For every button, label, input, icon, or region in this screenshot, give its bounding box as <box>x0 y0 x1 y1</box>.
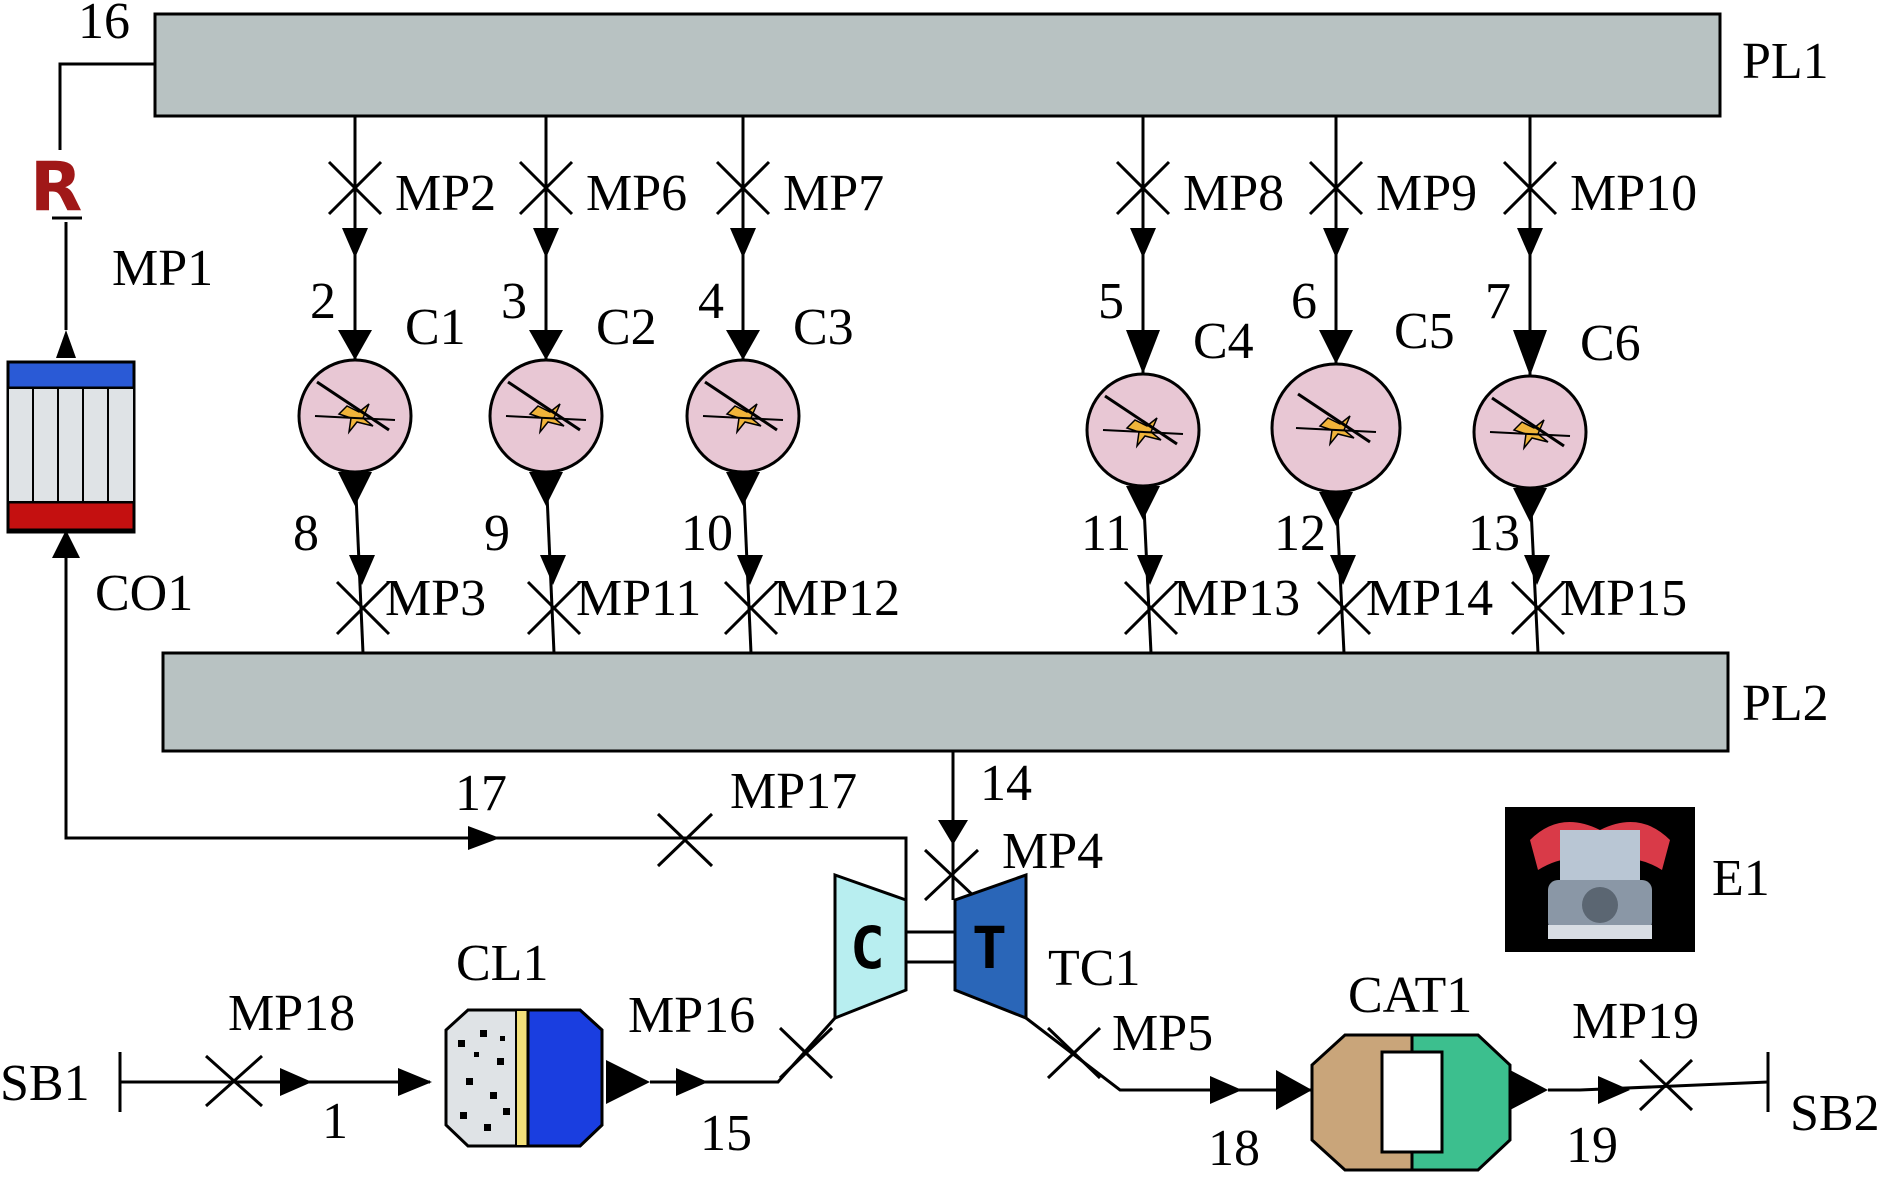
catalyst-label: CAT1 <box>1348 967 1472 1024</box>
mp7-marker <box>715 160 771 216</box>
pipe-11-label: 11 <box>1081 505 1131 562</box>
engine-e1-icon <box>1505 807 1695 952</box>
pipe-12-label: 12 <box>1274 505 1326 562</box>
mp13-label: MP13 <box>1173 570 1300 627</box>
mp1-label: MP1 <box>112 240 213 297</box>
mp15-marker <box>1510 580 1566 636</box>
pipe-10-label: 10 <box>681 505 733 562</box>
mp8-label: MP8 <box>1183 165 1284 222</box>
mp3-marker <box>335 580 391 636</box>
cylinder-1-label: C1 <box>405 299 466 356</box>
mp19-label: MP19 <box>1572 993 1699 1050</box>
pipe-6-label: 6 <box>1291 273 1317 330</box>
pipe-9-label: 9 <box>484 505 510 562</box>
mp17-marker <box>656 812 714 868</box>
pipe-17-label: 17 <box>455 765 507 822</box>
cleaner-cl1 <box>444 1008 604 1148</box>
plenum-pl2 <box>161 651 1730 753</box>
mp16-label: MP16 <box>628 987 755 1044</box>
turbocharger-label: TC1 <box>1048 940 1140 997</box>
pipe-13-label: 13 <box>1468 505 1520 562</box>
compressor-c: C <box>833 872 908 1021</box>
mp9-marker <box>1308 160 1364 216</box>
mp9-label: MP9 <box>1376 165 1477 222</box>
mp16-marker <box>778 1026 834 1080</box>
engine-label: E1 <box>1712 850 1770 907</box>
mp13-marker <box>1123 580 1179 636</box>
mp15-label: MP15 <box>1560 570 1687 627</box>
pipe-19-label: 19 <box>1566 1117 1618 1174</box>
mp8-marker <box>1115 160 1171 216</box>
mp3-label: MP3 <box>385 570 486 627</box>
pipe-16-label: 16 <box>78 0 130 50</box>
mp14-marker <box>1316 580 1372 636</box>
mp10-label: MP10 <box>1570 165 1697 222</box>
mp6-label: MP6 <box>586 165 687 222</box>
mp11-marker <box>526 580 582 636</box>
pipe-1-label: 1 <box>322 1093 348 1150</box>
cooler-label: CO1 <box>95 565 193 622</box>
cooler-co1 <box>6 360 136 534</box>
plenum-pl1 <box>153 12 1722 118</box>
cleaner-label: CL1 <box>456 935 548 992</box>
sb1-label: SB1 <box>0 1055 90 1112</box>
mp12-label: MP12 <box>773 570 900 627</box>
restrictor: R <box>30 148 82 227</box>
plenum-pl2-label: PL2 <box>1742 675 1829 732</box>
mp7-label: MP7 <box>783 165 884 222</box>
cylinder-6-label: C6 <box>1580 315 1641 372</box>
cylinder-4-label: C4 <box>1193 313 1254 370</box>
mp11-label: MP11 <box>576 570 701 627</box>
restrictor-icon: R <box>30 148 82 227</box>
mp18-label: MP18 <box>228 985 355 1042</box>
plenum-pl1-label: PL1 <box>1742 33 1829 90</box>
pipe-18-label: 18 <box>1208 1120 1260 1177</box>
pipe-7-label: 7 <box>1485 273 1511 330</box>
pipe-3-label: 3 <box>501 273 527 330</box>
mp17-label: MP17 <box>730 763 857 820</box>
pipe-15-label: 15 <box>700 1105 752 1162</box>
mp5-label: MP5 <box>1112 1005 1213 1062</box>
mp6-marker <box>518 160 574 216</box>
mp19-marker <box>1638 1058 1694 1112</box>
turbine-glyph: T <box>972 914 1007 982</box>
turbine-t: T <box>953 872 1028 1021</box>
mp18-marker <box>205 1054 263 1108</box>
cylinder-2-label: C2 <box>596 299 657 356</box>
catalyst-cat1 <box>1310 1033 1512 1172</box>
pipe-14-label: 14 <box>980 755 1032 812</box>
mp2-marker <box>327 160 383 216</box>
mp12-marker <box>723 580 779 636</box>
mp10-marker <box>1502 160 1558 216</box>
cylinder-3-label: C3 <box>793 299 854 356</box>
mp14-label: MP14 <box>1366 570 1493 627</box>
cylinder-5-label: C5 <box>1394 303 1455 360</box>
pipe-16 <box>58 62 155 150</box>
sb2-label: SB2 <box>1790 1085 1880 1142</box>
mp4-marker <box>923 848 980 902</box>
mp2-label: MP2 <box>395 165 496 222</box>
pipe-2-label: 2 <box>310 273 336 330</box>
pipe-5-label: 5 <box>1098 273 1124 330</box>
pipe-4-label: 4 <box>698 273 724 330</box>
compressor-glyph: C <box>850 914 885 982</box>
pipe-8-label: 8 <box>293 505 319 562</box>
mp4-label: MP4 <box>1002 823 1103 880</box>
mp5-marker <box>1046 1026 1102 1080</box>
